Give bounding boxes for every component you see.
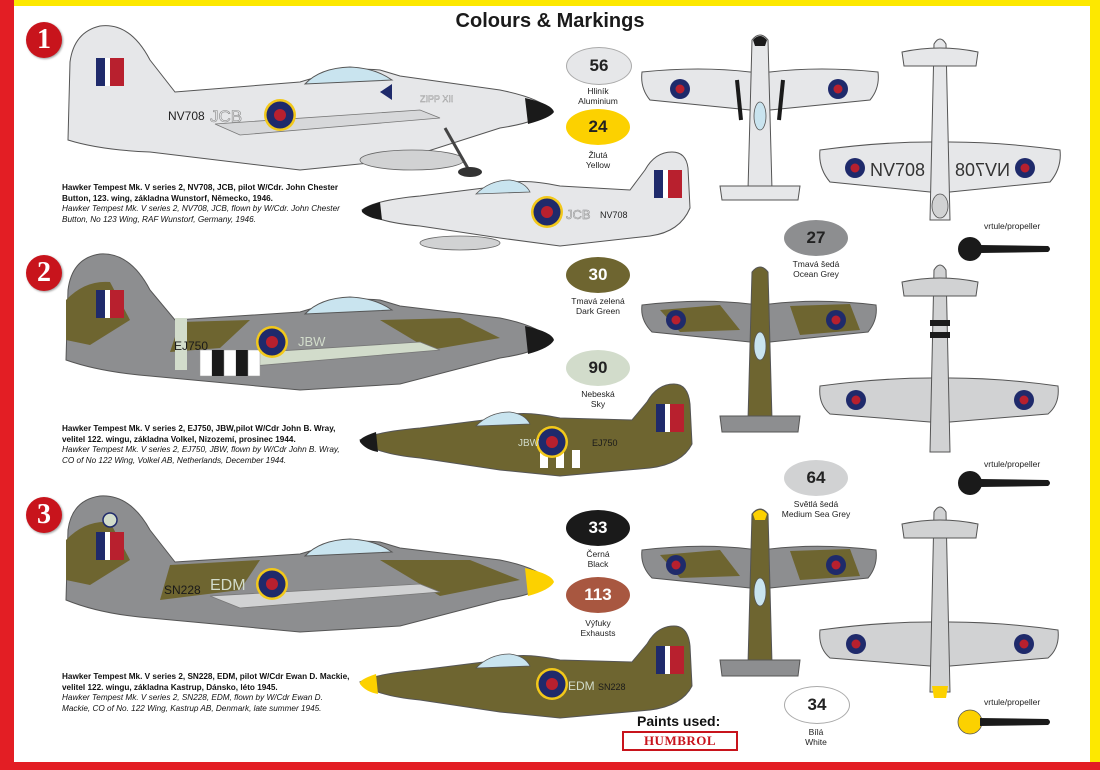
scheme-1-top-view bbox=[641, 34, 879, 201]
scheme-1-side-view-large bbox=[67, 25, 554, 177]
top-border-yellow bbox=[14, 0, 1100, 6]
scheme-2-desc-cz: Hawker Tempest Mk. V series 2, EJ750, JB… bbox=[62, 424, 336, 444]
page-title: Colours & Markings bbox=[455, 10, 645, 32]
scheme-2-desc-en: Hawker Tempest Mk. V series 2, EJ750, JB… bbox=[62, 445, 340, 465]
s2-small-serial: EJ750 bbox=[592, 438, 618, 448]
scheme-3-desc-cz: Hawker Tempest Mk. V series 2, SN228, ED… bbox=[62, 672, 350, 692]
paint-swatch-30: 30 bbox=[566, 257, 630, 293]
bottom-border-red bbox=[0, 762, 1100, 770]
scheme-1-description: Hawker Tempest Mk. V series 2, NV708, JC… bbox=[62, 183, 352, 225]
scheme-3-top-view bbox=[641, 508, 877, 677]
scheme-1-desc-en: Hawker Tempest Mk. V series 2, NV708, JC… bbox=[62, 204, 340, 224]
paint-swatch-27: 27 bbox=[784, 220, 848, 256]
scheme-1-desc-cz: Hawker Tempest Mk. V series 2, NV708, JC… bbox=[62, 183, 339, 203]
s1-small-code: JCB bbox=[566, 207, 591, 222]
paint-swatch-24: 24 bbox=[566, 109, 630, 145]
s3-small-serial: SN228 bbox=[598, 682, 626, 692]
propeller-label-3: vrtule/propeller bbox=[984, 697, 1041, 707]
paint-swatch-56: 56 bbox=[566, 47, 632, 85]
humbrol-logo: HUMBROL bbox=[622, 731, 738, 751]
s2-small-code: JBW bbox=[518, 438, 540, 449]
scheme-number-1: 1 bbox=[26, 22, 62, 58]
s3-large-serial: SN228 bbox=[164, 583, 201, 597]
scheme-1-bottom-view bbox=[819, 38, 1061, 221]
paint-swatch-33: 33 bbox=[566, 510, 630, 546]
s1-under-serial-right: NV708 bbox=[955, 160, 1010, 180]
paint-swatch-113: 113 bbox=[566, 577, 630, 613]
propeller-label-2: vrtule/propeller bbox=[984, 459, 1041, 469]
paint-swatch-64: 64 bbox=[784, 460, 848, 496]
scheme-number-2: 2 bbox=[26, 255, 62, 291]
paint-swatch-34: 34 bbox=[784, 686, 850, 724]
propeller-2 bbox=[958, 471, 1050, 495]
s2-large-serial: EJ750 bbox=[174, 339, 208, 353]
s1-under-serial-left: NV708 bbox=[870, 160, 925, 180]
left-border-red bbox=[0, 0, 14, 770]
scheme-2-bottom-view bbox=[819, 264, 1059, 453]
paints-used-label: Paints used: bbox=[637, 713, 721, 729]
paint-swatch-90: 90 bbox=[566, 350, 630, 386]
propeller-1 bbox=[958, 237, 1050, 261]
s2-large-code: JBW bbox=[298, 334, 326, 349]
scheme-3-side-view-small bbox=[359, 625, 693, 719]
s1-large-code: JCB bbox=[210, 107, 242, 126]
scheme-2-description: Hawker Tempest Mk. V series 2, EJ750, JB… bbox=[62, 424, 352, 466]
propeller-label-1: vrtule/propeller bbox=[984, 221, 1041, 231]
scheme-3-bottom-view bbox=[819, 506, 1059, 698]
scheme-3-desc-en: Hawker Tempest Mk. V series 2, SN228, ED… bbox=[62, 693, 323, 713]
s1-large-serial: NV708 bbox=[168, 109, 205, 123]
right-border-yellow bbox=[1090, 0, 1100, 770]
s1-small-serial: NV708 bbox=[600, 210, 628, 220]
scheme-1-side-view-small bbox=[361, 151, 691, 251]
s3-large-code: EDM bbox=[210, 577, 246, 594]
scheme-number-3: 3 bbox=[26, 497, 62, 533]
propeller-3 bbox=[957, 709, 1050, 735]
scheme-3-description: Hawker Tempest Mk. V series 2, SN228, ED… bbox=[62, 672, 352, 714]
s3-small-code: EDM bbox=[568, 679, 595, 693]
scheme-2-side-view-small bbox=[359, 383, 693, 477]
scheme-2-top-view bbox=[641, 266, 877, 433]
scheme-3-side-view-large bbox=[65, 495, 554, 633]
scheme-2-side-view-large bbox=[65, 253, 554, 391]
s1-nose-art: ZIPP XII bbox=[420, 94, 453, 104]
